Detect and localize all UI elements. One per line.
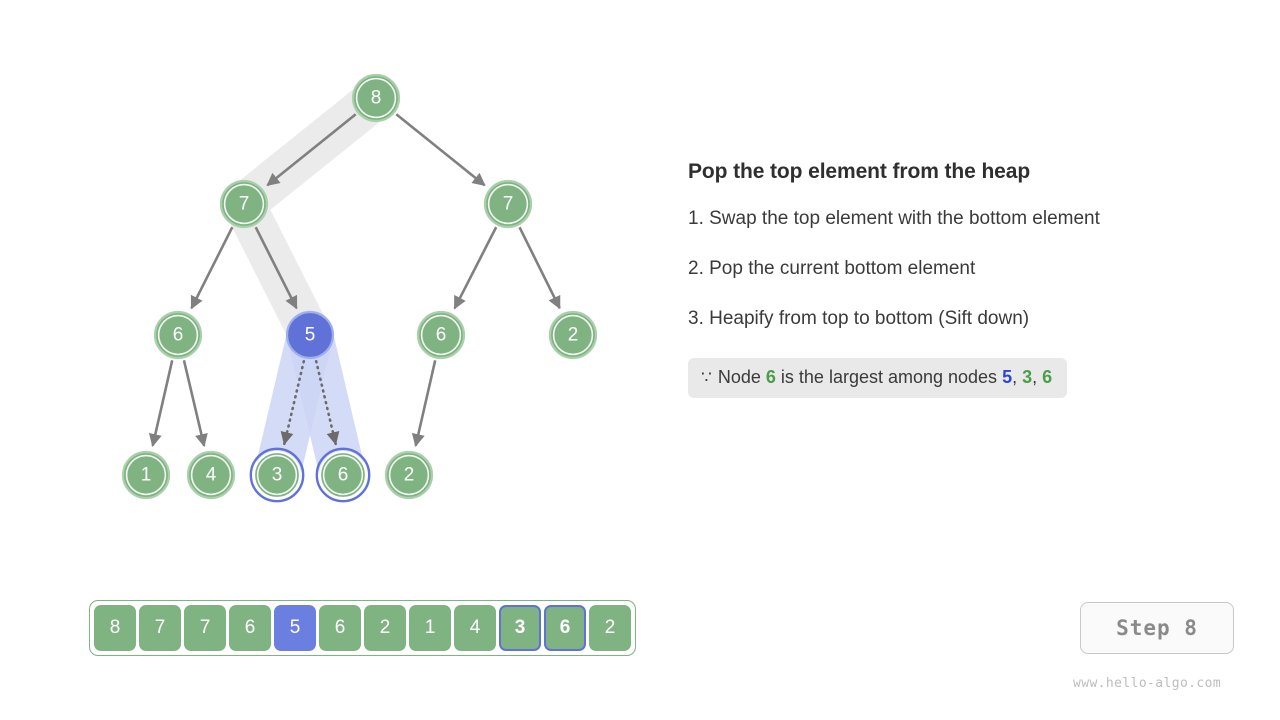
because-symbol: ∵ xyxy=(701,368,713,387)
instruction-step-3: 3. Heapify from top to bottom (Sift down… xyxy=(688,308,1030,329)
comparison-edges xyxy=(280,359,340,446)
tree-edge xyxy=(395,113,486,187)
tree-node-3[interactable]: 3 xyxy=(249,447,305,503)
note-candidate-0: 5 xyxy=(1002,367,1013,387)
array-cell-8[interactable]: 4 xyxy=(454,605,496,651)
node-inner-ring xyxy=(322,454,364,496)
reasoning-note: ∵ Node 6 is the largest among nodes 5, 3… xyxy=(688,358,1068,398)
node-inner-ring xyxy=(355,77,397,119)
note-candidate-1: 3 xyxy=(1022,367,1033,387)
tree-node-7[interactable]: 7 xyxy=(483,179,533,229)
array-cell-5[interactable]: 6 xyxy=(319,605,361,651)
array-cell-10[interactable]: 6 xyxy=(544,605,586,651)
instruction-step-1: 1. Swap the top element with the bottom … xyxy=(688,208,1100,229)
node-value: 8 xyxy=(371,88,382,109)
note-prefix: Node xyxy=(717,367,761,387)
tree-edge xyxy=(453,226,498,310)
node-circle xyxy=(318,450,368,500)
node-inner-ring xyxy=(552,314,594,356)
explanation-panel: Pop the top element from the heap 1. Swa… xyxy=(688,160,1218,398)
tree-edge xyxy=(148,360,174,448)
tree-node-2[interactable]: 2 xyxy=(548,310,598,360)
node-circle xyxy=(219,179,269,229)
array-cell-3[interactable]: 6 xyxy=(229,605,271,651)
node-circle xyxy=(285,310,335,360)
note-pivot-value: 6 xyxy=(765,367,776,387)
note-candidate-values: 5, 3, 6 xyxy=(1002,367,1052,387)
step-badge: Step 8 xyxy=(1080,602,1234,654)
tree-edge xyxy=(254,226,298,310)
node-circle xyxy=(153,310,203,360)
node-circle xyxy=(121,450,171,500)
node-value: 6 xyxy=(338,465,349,486)
array-cell-2[interactable]: 7 xyxy=(184,605,226,651)
tree-node-6[interactable]: 6 xyxy=(153,310,203,360)
array-cell-6[interactable]: 2 xyxy=(364,605,406,651)
instruction-step-2: 2. Pop the current bottom element xyxy=(688,258,976,279)
note-candidate-2: 6 xyxy=(1042,367,1053,387)
node-inner-ring xyxy=(487,183,529,225)
tree-edges xyxy=(148,113,561,448)
tree-node-6[interactable]: 6 xyxy=(315,447,371,503)
tree-node-6[interactable]: 6 xyxy=(416,310,466,360)
node-circle xyxy=(483,179,533,229)
node-value: 4 xyxy=(206,465,217,486)
comparison-edge xyxy=(314,359,340,446)
node-circle xyxy=(252,450,302,500)
node-circle xyxy=(548,310,598,360)
watermark: www.hello-algo.com xyxy=(1073,676,1222,691)
node-value: 6 xyxy=(173,325,184,346)
array-cell-9[interactable]: 3 xyxy=(499,605,541,651)
tree-node-7[interactable]: 7 xyxy=(219,179,269,229)
tree-node-8[interactable]: 8 xyxy=(351,73,401,123)
node-inner-ring xyxy=(157,314,199,356)
node-inner-ring xyxy=(223,183,265,225)
node-inner-ring xyxy=(190,454,232,496)
node-value: 7 xyxy=(503,194,514,215)
tree-edge xyxy=(182,360,208,448)
node-circle xyxy=(351,73,401,123)
tree-edge xyxy=(266,113,357,187)
tree-node-2[interactable]: 2 xyxy=(384,450,434,500)
page-title: Pop the top element from the heap xyxy=(688,160,1031,183)
tree-edge xyxy=(190,226,234,310)
node-inner-ring xyxy=(256,454,298,496)
tree-node-5[interactable]: 5 xyxy=(285,310,335,360)
tree-node-1[interactable]: 1 xyxy=(121,450,171,500)
array-cell-1[interactable]: 7 xyxy=(139,605,181,651)
tree-edge xyxy=(518,226,561,310)
tree-edge xyxy=(411,360,437,448)
note-separator: , xyxy=(1012,367,1023,387)
node-selection-ring xyxy=(315,447,371,503)
array-cell-11[interactable]: 2 xyxy=(589,605,631,651)
array-cell-4[interactable]: 5 xyxy=(274,605,316,651)
array-cell-0[interactable]: 8 xyxy=(94,605,136,651)
node-value: 5 xyxy=(305,325,316,346)
node-value: 7 xyxy=(239,194,250,215)
tree-node-4[interactable]: 4 xyxy=(186,450,236,500)
node-selection-ring xyxy=(249,447,305,503)
node-circle xyxy=(416,310,466,360)
node-value: 6 xyxy=(436,325,447,346)
node-value: 1 xyxy=(141,465,152,486)
note-separator: , xyxy=(1032,367,1043,387)
node-inner-ring xyxy=(388,454,430,496)
note-middle: is the largest among nodes xyxy=(780,367,998,387)
node-value: 3 xyxy=(272,465,283,486)
node-value: 2 xyxy=(568,325,579,346)
node-value: 2 xyxy=(404,465,415,486)
comparison-edge xyxy=(280,359,306,446)
node-inner-ring xyxy=(125,454,167,496)
node-circle xyxy=(186,450,236,500)
tree-nodes: 8 7 7 6 5 6 2 1 4 3 6 2 xyxy=(121,73,598,503)
node-circle xyxy=(384,450,434,500)
node-inner-ring xyxy=(420,314,462,356)
array-cell-7[interactable]: 1 xyxy=(409,605,451,651)
